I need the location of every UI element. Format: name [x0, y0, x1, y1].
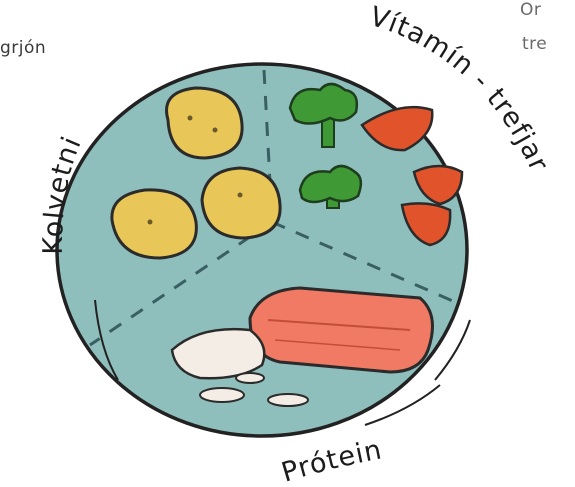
salmon-fillet-icon [250, 288, 433, 372]
label-protein: Prótein [278, 434, 385, 487]
